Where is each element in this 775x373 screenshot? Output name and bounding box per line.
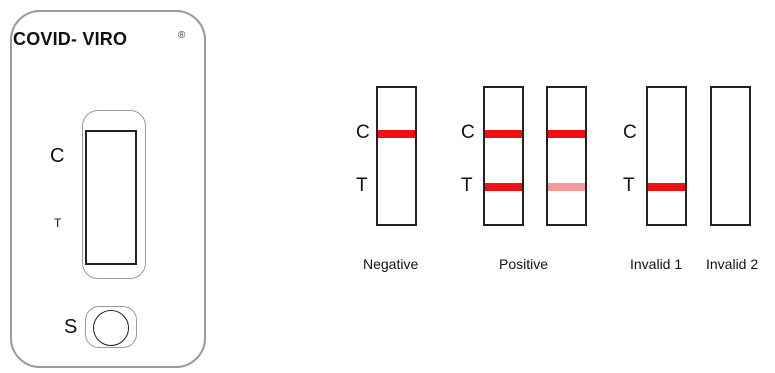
test-cassette: [10, 10, 206, 368]
invalid2-caption: Invalid 2: [706, 256, 759, 272]
positive-t-label: T: [461, 175, 473, 196]
negative-strip: [376, 86, 417, 226]
invalid1-t-label: T: [623, 175, 635, 196]
positive-caption: Positive: [499, 256, 549, 272]
invalid1-caption: Invalid 1: [630, 256, 683, 272]
brand-name: COVID- VIRO: [13, 29, 128, 49]
negative-t-label: T: [356, 175, 368, 196]
positive-strip-faint: [546, 86, 587, 226]
positive-strip-strong: [483, 86, 524, 226]
result-window: [85, 130, 137, 265]
invalid1-c-label: C: [623, 122, 637, 143]
positive-faint-control-band: [548, 130, 585, 138]
positive-faint-test-band: [548, 183, 585, 191]
sample-well-frame: [85, 306, 137, 348]
negative-control-band: [378, 130, 415, 138]
cassette-control-label: C: [50, 145, 65, 167]
negative-c-label: C: [356, 122, 370, 143]
positive-c-label: C: [461, 122, 475, 143]
sample-well: [93, 310, 129, 346]
invalid1-test-band: [648, 183, 685, 191]
cassette-sample-label: S: [64, 316, 78, 338]
invalid1-strip: [646, 86, 687, 226]
invalid2-strip: [710, 86, 751, 226]
positive-test-band: [485, 183, 522, 191]
negative-caption: Negative: [363, 256, 419, 272]
cassette-test-label: T: [54, 216, 62, 230]
registered-mark: ®: [178, 30, 186, 41]
positive-control-band: [485, 130, 522, 138]
result-window-frame: [82, 110, 146, 279]
